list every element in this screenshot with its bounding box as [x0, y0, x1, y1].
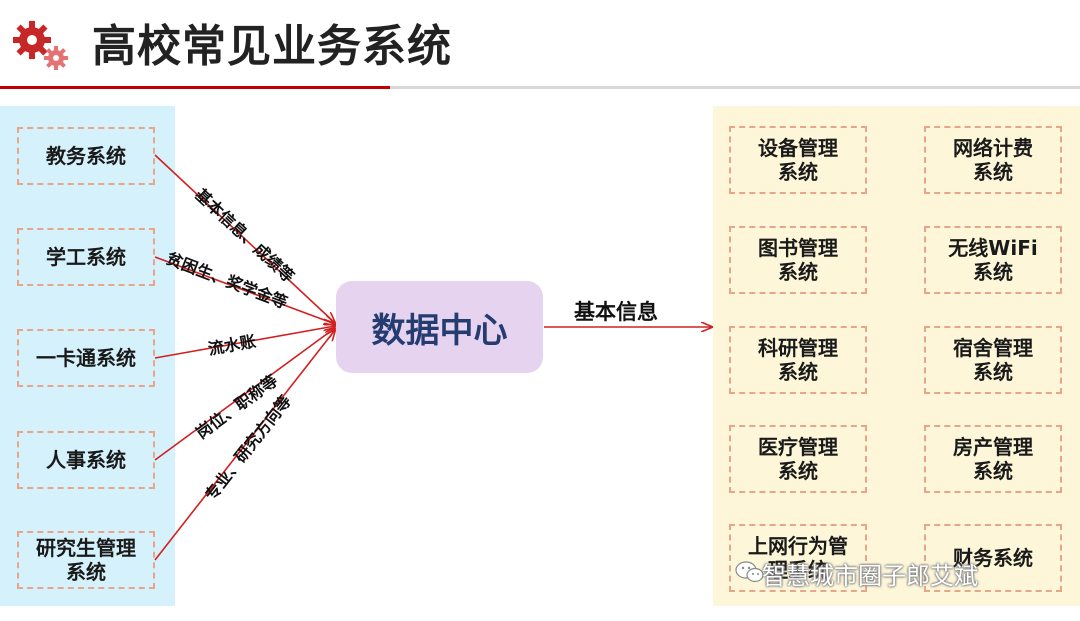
right-system-4: 无线WiFi 系统: [924, 226, 1062, 294]
right-system-2: 网络计费 系统: [924, 126, 1062, 194]
data-center-node: 数据中心: [336, 281, 543, 373]
edge-line-2: [154, 256, 335, 324]
title-divider: [0, 86, 1080, 89]
gears-icon: [13, 21, 68, 70]
edge-line-4: [154, 328, 335, 461]
right-system-3: 图书管理 系统: [729, 226, 867, 294]
edge-line-5: [154, 330, 335, 561]
left-system-5: 研究生管理 系统: [17, 531, 155, 589]
right-system-10: 财务系统: [924, 524, 1062, 592]
right-system-1: 设备管理 系统: [729, 126, 867, 194]
left-system-4: 人事系统: [17, 431, 155, 489]
right-system-5: 科研管理 系统: [729, 326, 867, 394]
right-system-7: 医疗管理 系统: [729, 425, 867, 493]
edge-line-1: [154, 154, 335, 323]
right-system-6: 宿舍管理 系统: [924, 326, 1062, 394]
page-title: 高校常见业务系统: [92, 21, 452, 72]
left-systems-panel: [0, 106, 175, 606]
right-system-8: 房产管理 系统: [924, 425, 1062, 493]
edge-line-3: [154, 326, 335, 359]
right-system-9: 上网行为管 理系统: [729, 524, 867, 592]
left-system-3: 一卡通系统: [17, 329, 155, 387]
output-edge-label: 基本信息: [574, 300, 658, 324]
wechat-icon: [735, 561, 764, 583]
title-divider-accent: [0, 86, 390, 89]
left-system-1: 教务系统: [17, 127, 155, 185]
watermark: 智慧城市圈子郎艾斌: [762, 562, 978, 590]
right-systems-panel: [713, 106, 1080, 606]
left-system-2: 学工系统: [17, 228, 155, 286]
